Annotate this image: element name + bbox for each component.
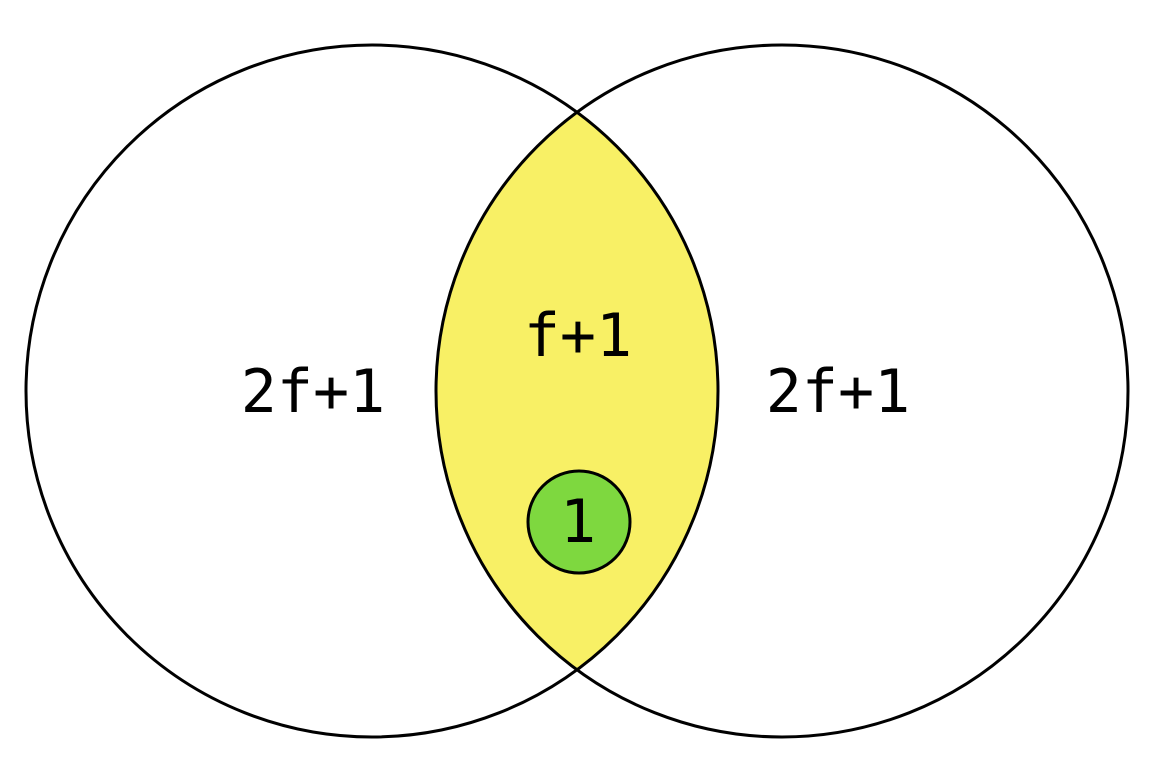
intersection-region [435,112,719,670]
left-set-circle [24,43,720,739]
right-set-label: 2f+1 [766,357,911,427]
left-set-label: 2f+1 [241,357,386,427]
marker-circle [526,469,632,575]
intersection-label: f+1 [524,301,632,371]
right-set-circle [434,43,1130,739]
marker-label: 1 [560,487,596,557]
